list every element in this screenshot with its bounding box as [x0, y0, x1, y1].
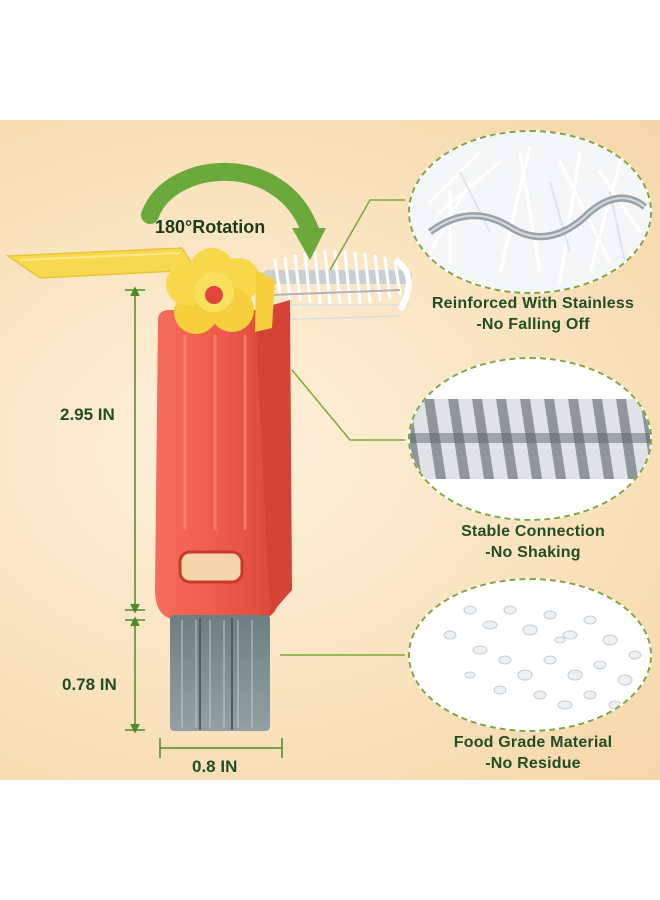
feature-2-subtitle: -No Shaking — [485, 544, 581, 561]
product-panel: 180°Rotation 2.95 IN 0.78 IN 0.8 IN Rein… — [0, 120, 660, 780]
rotation-label: 180°Rotation — [155, 217, 266, 237]
width-label: 0.8 IN — [192, 757, 238, 776]
product-illustration — [5, 162, 412, 758]
pellets-closeup-icon — [410, 580, 650, 730]
height-brush-label: 0.78 IN — [62, 675, 117, 694]
flower-knob-icon — [166, 248, 275, 334]
feature-3-subtitle: -No Residue — [485, 755, 581, 772]
spring-closeup-image — [408, 357, 652, 521]
feature-2-title: Stable Connection — [461, 523, 605, 540]
pellets-closeup-image — [408, 578, 652, 732]
feature-3-text: Food Grade Material -No Residue — [408, 732, 658, 774]
flat-brush — [170, 615, 270, 731]
dimension-lines — [125, 286, 283, 758]
scraper-blade — [5, 247, 198, 279]
feature-2-text: Stable Connection -No Shaking — [408, 521, 658, 563]
bristle-closeup-image — [408, 130, 652, 294]
brush-handle — [155, 300, 292, 620]
rotation-arrow-icon — [141, 162, 326, 260]
callout-connectors — [280, 199, 405, 656]
bristle-closeup-icon — [410, 132, 650, 292]
feature-3-title: Food Grade Material — [453, 734, 613, 751]
height-main-label: 2.95 IN — [60, 405, 115, 424]
feature-1-text: Reinforced With Stainless -No Falling Of… — [408, 293, 658, 335]
feature-1-title: Reinforced With Stainless — [431, 295, 635, 312]
spring-closeup-icon — [410, 359, 650, 519]
feature-1-subtitle: -No Falling Off — [476, 316, 590, 333]
